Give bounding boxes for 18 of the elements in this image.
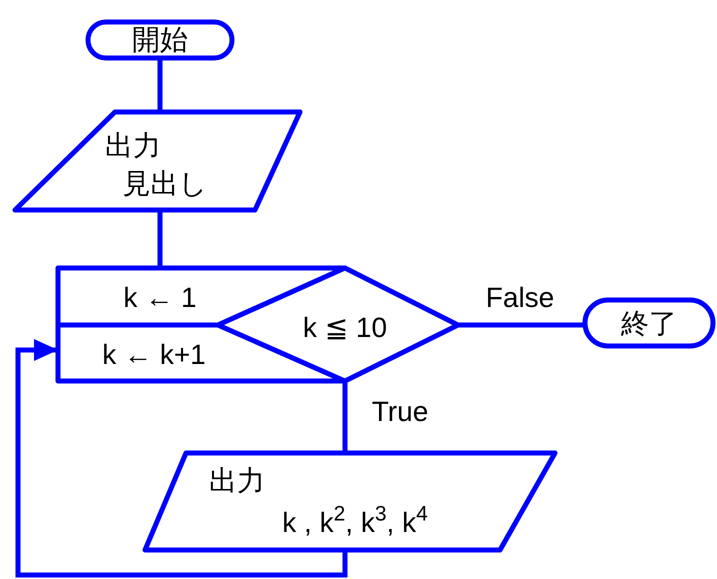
loop-condition-diamond (218, 268, 458, 381)
node-text: k ← k+1 (102, 341, 206, 369)
arrow (16, 339, 348, 578)
terminal-box (88, 22, 232, 58)
connector-line (158, 210, 162, 268)
node-text: 終了 (621, 310, 677, 338)
node-text: 出力 (209, 467, 265, 495)
connector-line (158, 58, 162, 112)
node-text: k ← 1 (123, 284, 197, 312)
io-parallelogram (145, 453, 555, 550)
node-text: 開始 (132, 26, 188, 54)
node-text: k ≦ 10 (302, 314, 388, 342)
connector-line (342, 381, 348, 453)
node-text: 見出し (122, 170, 208, 198)
node-text: 出力 (105, 132, 161, 160)
io-parallelogram (15, 112, 300, 210)
terminal-box (585, 300, 713, 346)
connector-line (458, 322, 585, 328)
